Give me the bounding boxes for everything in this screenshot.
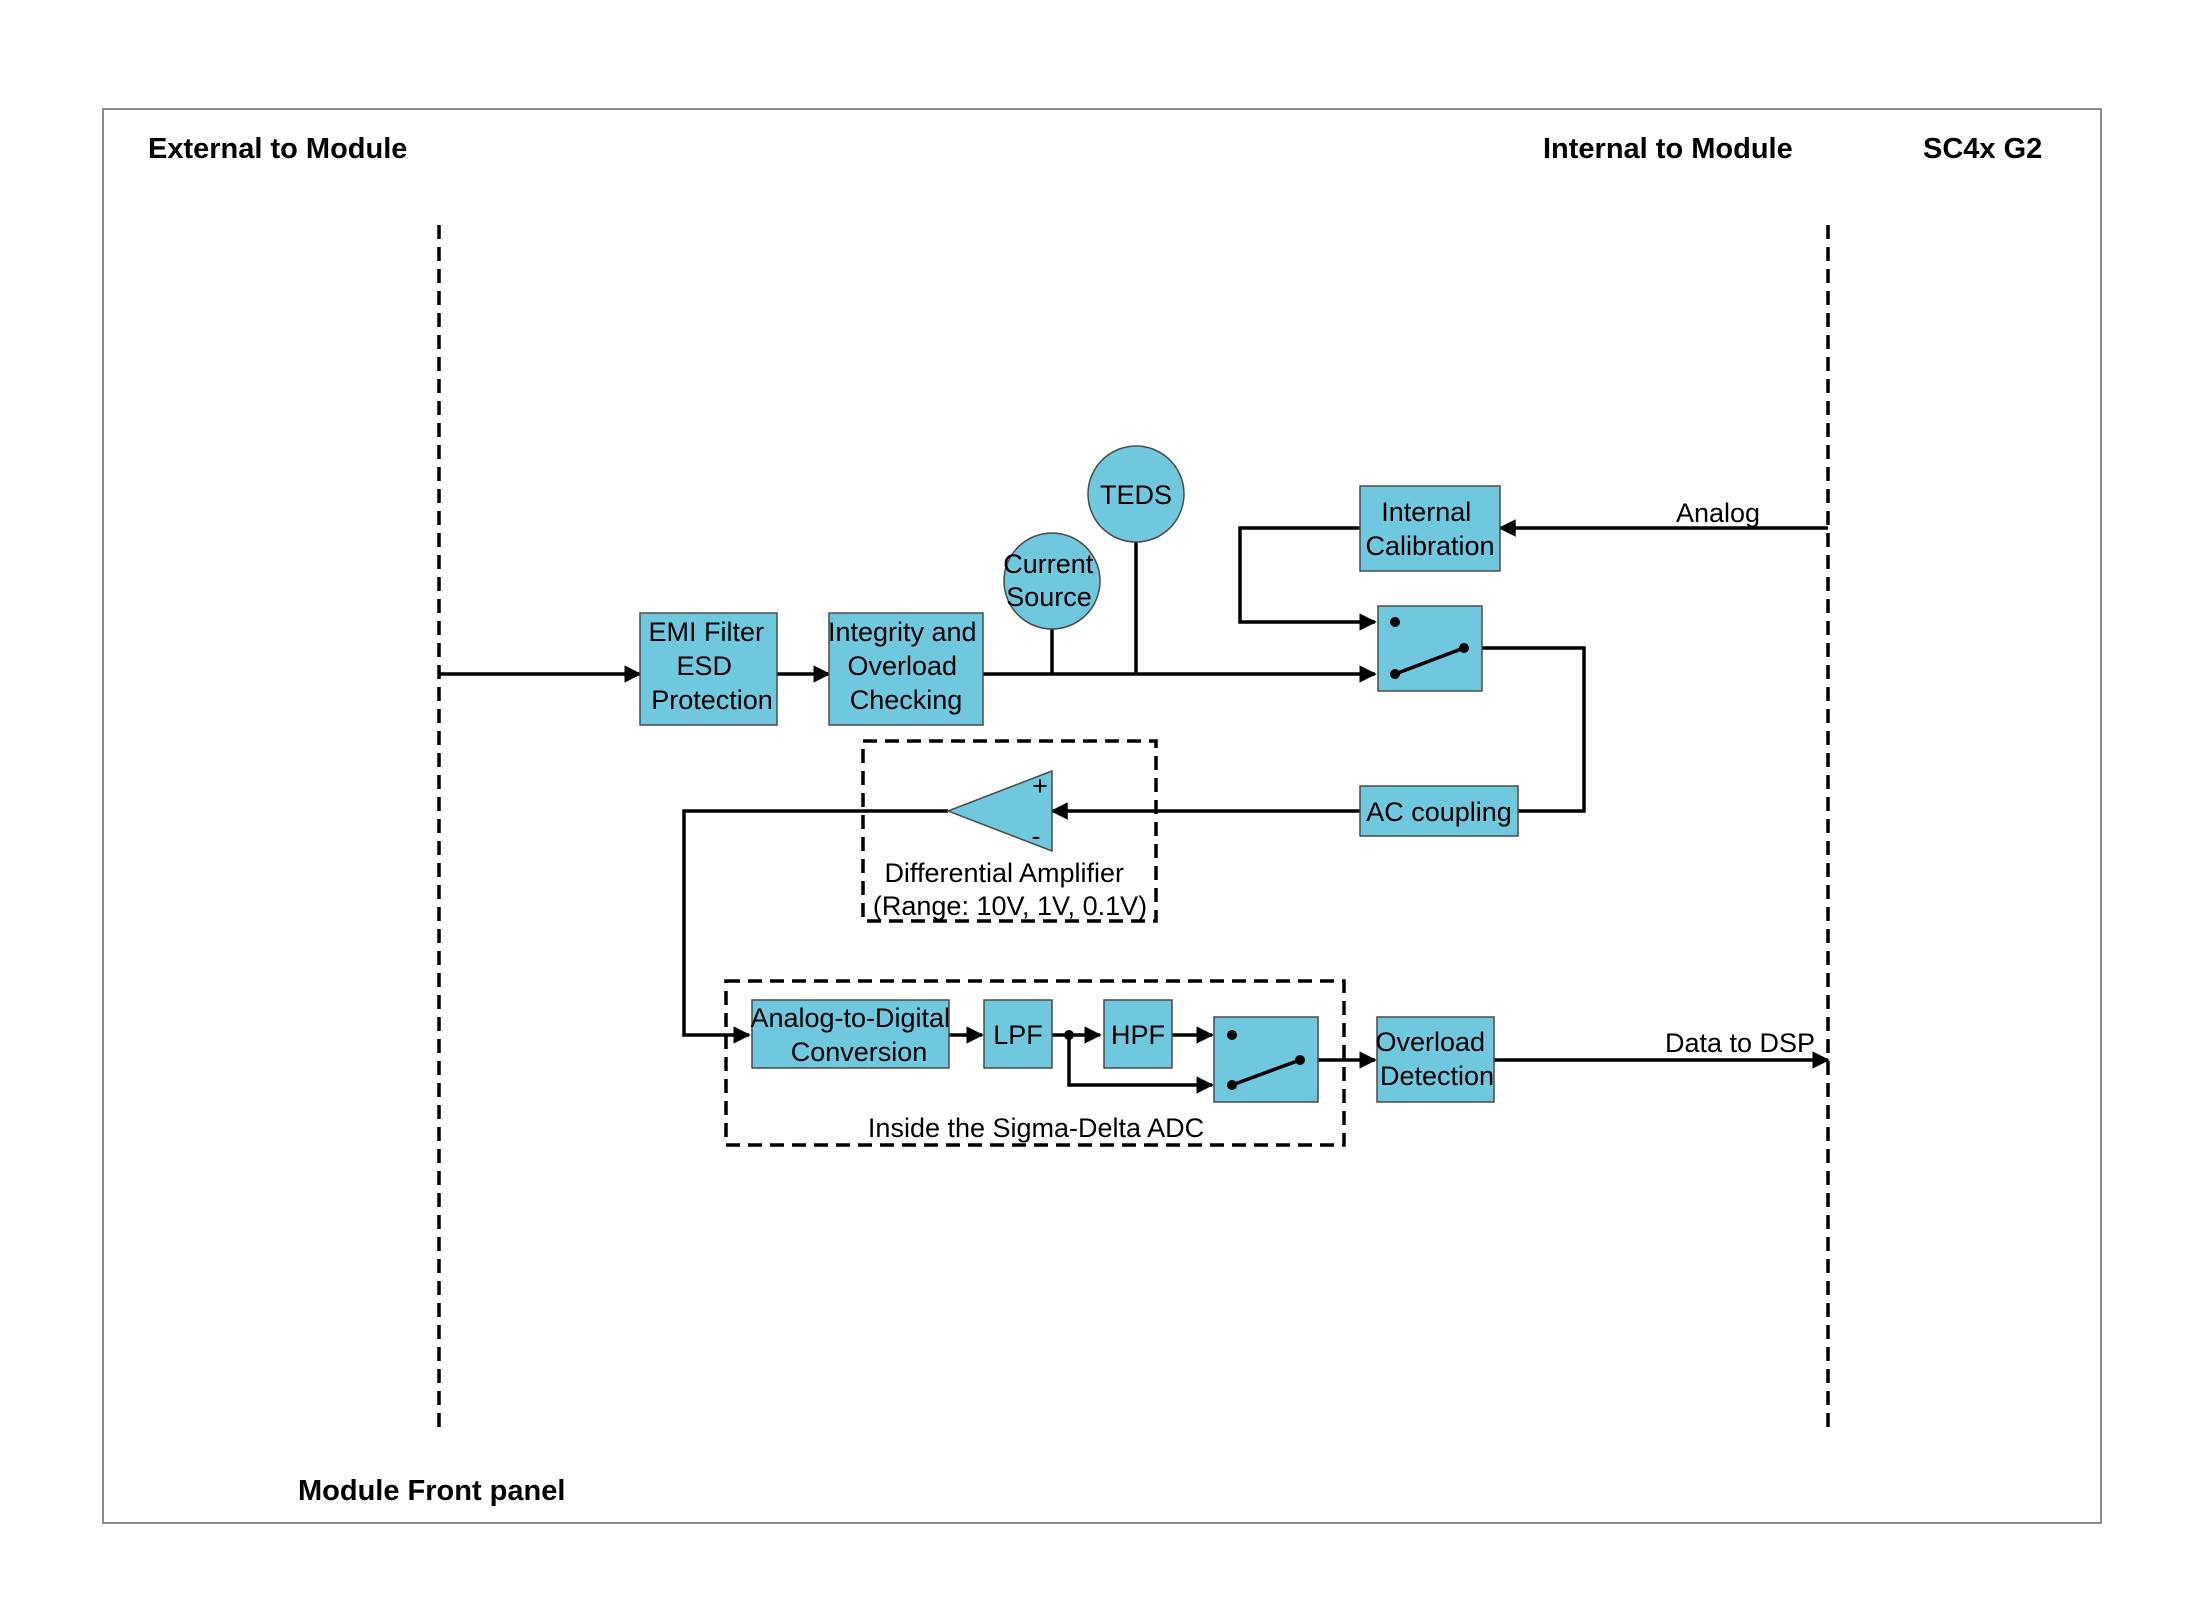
filter-switch-contact-upper	[1227, 1030, 1237, 1040]
wire-amp-adc	[682, 809, 948, 1044]
input-switch-blade	[1394, 646, 1465, 676]
diff-amp-group	[861, 739, 1158, 923]
teds-circle	[1087, 445, 1185, 543]
diff-amp-triangle	[945, 769, 1053, 853]
sigma-delta-group	[724, 979, 1346, 1147]
sigma-delta-label: Inside the Sigma-Delta ADC	[868, 1113, 1204, 1143]
diff-amp-minus: -	[1032, 821, 1041, 851]
integrity-block	[828, 612, 984, 726]
teds-text: TEDS	[1100, 480, 1172, 510]
input-switch-contact-upper	[1390, 617, 1400, 627]
internal-label: Internal to Module	[1543, 133, 1793, 165]
current-source-text: Current Source	[1003, 549, 1101, 612]
adc-text: Analog-to-Digital Conversion	[750, 1003, 957, 1067]
lpf-block	[983, 999, 1053, 1069]
overload-detection-block	[1376, 1016, 1495, 1103]
hpf-block	[1103, 999, 1173, 1069]
page-frame	[102, 108, 2102, 1524]
emi-filter-block	[639, 612, 778, 726]
ac-coupling-block	[1359, 785, 1519, 837]
diff-amp-label: Differential Amplifier (Range: 10V, 1V, …	[873, 858, 1147, 921]
front-panel-label: Module Front panel	[298, 1475, 565, 1507]
adc-block	[751, 999, 950, 1069]
internal-calibration-text: Internal Calibration	[1365, 497, 1494, 561]
data-to-dsp-label: Data to DSP	[1665, 1028, 1815, 1058]
analog-label: Analog	[1676, 498, 1760, 528]
model-label: SC4x G2	[1923, 133, 2042, 165]
wire-bypass	[1067, 1035, 1214, 1094]
current-source-circle	[1003, 532, 1101, 630]
ac-coupling-text: AC coupling	[1366, 797, 1512, 827]
filter-switch-blade	[1231, 1058, 1301, 1087]
emi-filter-text: EMI Filter ESD Protection	[648, 617, 772, 715]
wire-switch-ac	[1482, 646, 1586, 813]
external-label: External to Module	[148, 133, 407, 165]
diff-amp-plus: +	[1032, 771, 1048, 801]
integrity-text: Integrity and Overload Checking	[828, 617, 984, 715]
hpf-text: HPF	[1111, 1020, 1165, 1050]
lpf-text: LPF	[993, 1020, 1043, 1050]
internal-calibration-block	[1359, 485, 1501, 572]
wire-cal-switch	[1238, 526, 1377, 631]
overload-detection-text: Overload Detection	[1375, 1027, 1494, 1091]
